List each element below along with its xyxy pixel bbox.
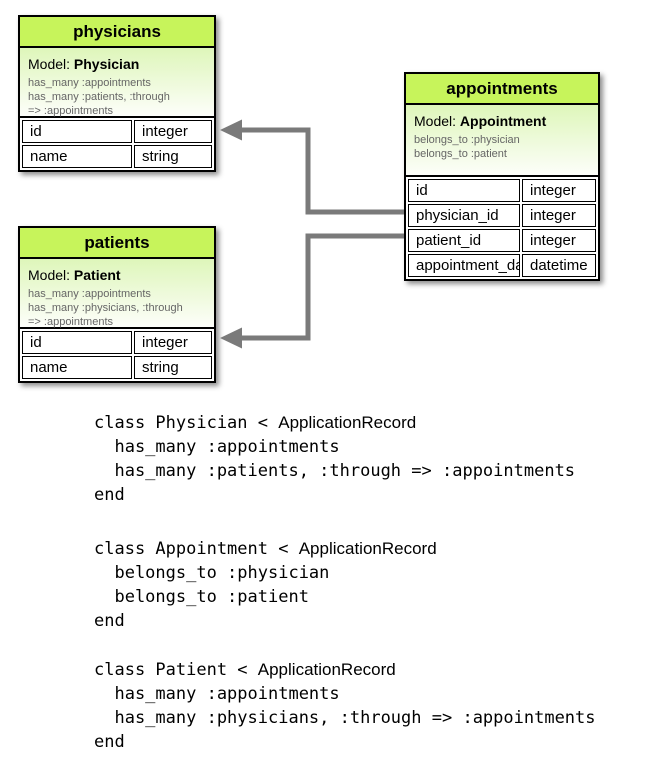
code-text: class Patient < <box>94 660 258 680</box>
column-type-cell: integer <box>522 204 596 227</box>
relation-line <box>240 233 404 341</box>
table-physicians-title: physicians <box>20 17 214 48</box>
model-line: Model: Patient <box>28 267 206 284</box>
code-class-ref: ApplicationRecord <box>278 413 417 432</box>
column-name-cell: name <box>22 356 132 379</box>
code-line: has_many :patients, :through => :appoint… <box>94 461 576 481</box>
column-type-cell: string <box>134 356 212 379</box>
relation-arrow-appointments-to-patients <box>220 233 404 349</box>
column-type-cell: datetime <box>522 254 596 277</box>
column-name-cell: id <box>22 120 132 143</box>
model-name: Appointment <box>459 113 547 129</box>
table-row: name string <box>22 356 212 379</box>
table-patients-rows: id integer name string <box>20 329 214 381</box>
column-name-cell: patient_id <box>408 229 520 252</box>
model-label: Model: <box>28 56 71 72</box>
code-text: class Physician < <box>94 413 279 433</box>
code-line: has_many :appointments <box>94 684 340 704</box>
arrowhead-left-icon <box>220 119 242 141</box>
code-line: belongs_to :patient <box>94 587 309 607</box>
code-line: has_many :physicians, :through => :appoi… <box>94 708 596 728</box>
model-line: Model: Appointment <box>414 113 590 130</box>
model-label: Model: <box>28 267 71 283</box>
table-appointments-title: appointments <box>406 74 598 105</box>
table-appointments-model-section: Model: Appointment belongs_to :physician… <box>406 105 598 177</box>
model-label: Model: <box>414 113 457 129</box>
model-name: Patient <box>73 267 121 283</box>
association-line: => :appointments <box>28 105 114 117</box>
column-name-cell: appointment_date <box>408 254 520 277</box>
association-line: belongs_to :physician <box>414 134 520 146</box>
table-physicians: physicians Model: Physician has_many :ap… <box>18 15 216 172</box>
table-row: patient_id integer <box>408 229 596 252</box>
association-line: belongs_to :patient <box>414 148 507 160</box>
column-type-cell: integer <box>134 331 212 354</box>
table-patients: patients Model: Patient has_many :appoin… <box>18 226 216 383</box>
code-block-appointment: class Appointment < ApplicationRecord be… <box>94 537 437 633</box>
code-line: belongs_to :physician <box>94 563 330 583</box>
table-appointments: appointments Model: Appointment belongs_… <box>404 72 600 281</box>
table-physicians-model-section: Model: Physician has_many :appointments … <box>20 48 214 118</box>
relation-line <box>240 127 404 215</box>
column-name-cell: id <box>22 331 132 354</box>
code-line: has_many :appointments <box>94 437 340 457</box>
association-line: has_many :appointments <box>28 77 151 89</box>
column-type-cell: integer <box>522 179 596 202</box>
model-name: Physician <box>73 56 140 72</box>
table-row: id integer <box>22 120 212 143</box>
association-line: has_many :appointments <box>28 288 151 300</box>
column-type-cell: string <box>134 145 212 168</box>
column-type-cell: integer <box>134 120 212 143</box>
code-line: class Physician < ApplicationRecord <box>94 411 575 435</box>
table-row: appointment_date datetime <box>408 254 596 277</box>
model-line: Model: Physician <box>28 56 206 73</box>
code-block-patient: class Patient < ApplicationRecord has_ma… <box>94 658 596 754</box>
column-name-cell: id <box>408 179 520 202</box>
column-name-cell: name <box>22 145 132 168</box>
table-row: name string <box>22 145 212 168</box>
code-line: class Appointment < ApplicationRecord <box>94 537 437 561</box>
table-row: id integer <box>408 179 596 202</box>
association-line: has_many :patients, :through <box>28 91 170 103</box>
association-line: => :appointments <box>28 316 114 328</box>
association-line: has_many :physicians, :through <box>28 302 183 314</box>
table-patients-title: patients <box>20 228 214 259</box>
code-line: end <box>94 485 125 505</box>
code-line: class Patient < ApplicationRecord <box>94 658 596 682</box>
column-name-cell: physician_id <box>408 204 520 227</box>
table-row: physician_id integer <box>408 204 596 227</box>
code-line: end <box>94 611 125 631</box>
table-patients-model-section: Model: Patient has_many :appointments ha… <box>20 259 214 329</box>
code-block-physician: class Physician < ApplicationRecord has_… <box>94 411 575 507</box>
relation-arrow-appointments-to-physicians <box>220 119 404 215</box>
code-class-ref: ApplicationRecord <box>257 660 396 679</box>
table-physicians-rows: id integer name string <box>20 118 214 170</box>
table-appointments-rows: id integer physician_id integer patient_… <box>406 177 598 279</box>
column-type-cell: integer <box>522 229 596 252</box>
code-line: end <box>94 732 125 752</box>
arrowhead-left-icon <box>220 327 242 349</box>
code-text: class Appointment < <box>94 539 299 559</box>
code-class-ref: ApplicationRecord <box>298 539 437 558</box>
table-row: id integer <box>22 331 212 354</box>
